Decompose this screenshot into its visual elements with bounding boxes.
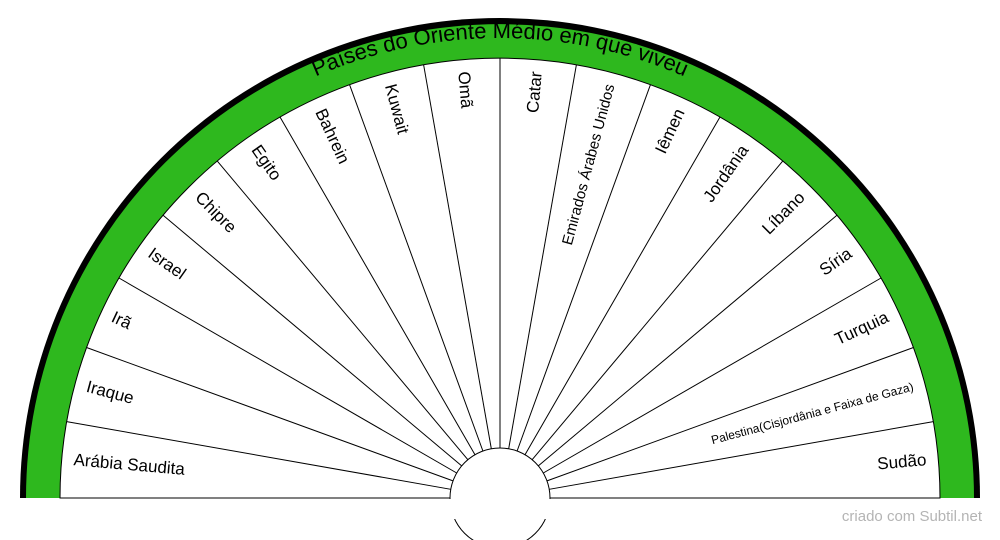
sector-divider	[537, 214, 838, 467]
sector-divider	[349, 84, 484, 452]
sector-divider	[543, 277, 882, 474]
country-sectors	[66, 58, 934, 490]
sector-divider	[423, 64, 492, 449]
credit-text: criado com Subtil.net	[841, 508, 982, 525]
sector-divider	[118, 277, 457, 474]
sector-divider	[86, 347, 454, 482]
sector-divider	[549, 421, 934, 490]
sector-divider	[216, 160, 469, 461]
hub-cover	[440, 499, 560, 519]
sector-divider	[531, 160, 784, 461]
country-label: Sudão	[876, 450, 927, 473]
hub-circle	[449, 447, 551, 540]
country-label: Catar	[523, 70, 546, 113]
sector-divider	[279, 116, 476, 455]
sector-divider	[524, 116, 721, 455]
sector-divider	[516, 84, 651, 452]
sector-divider	[66, 421, 451, 490]
sector-divider	[546, 347, 914, 482]
sector-divider	[162, 214, 463, 467]
country-label: Omã	[454, 71, 476, 110]
sector-divider	[508, 64, 577, 449]
